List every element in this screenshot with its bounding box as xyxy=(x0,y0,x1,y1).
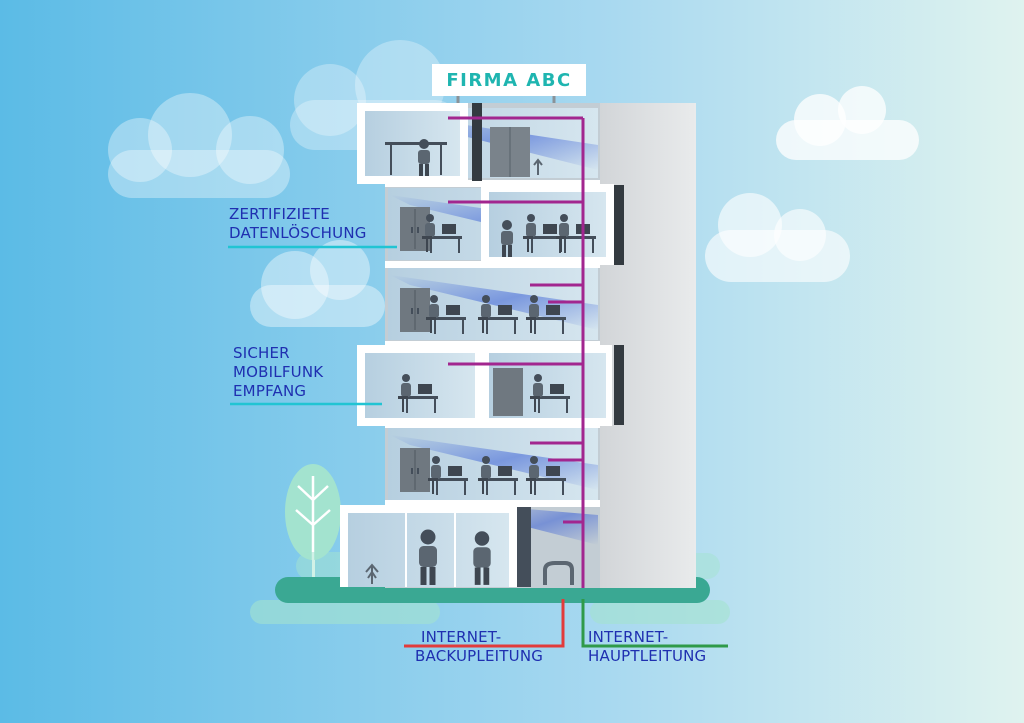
desk-icon xyxy=(385,142,447,145)
office-interior xyxy=(365,127,596,585)
label-line: SICHER xyxy=(233,344,290,362)
cloud-icon xyxy=(250,240,385,327)
network-cabling xyxy=(448,116,585,588)
label-line: ZERTIFIZIETE xyxy=(229,205,330,223)
label-line: BACKUPLEITUNG xyxy=(415,647,544,665)
cabinet xyxy=(399,287,431,333)
label-mobilfunk: SICHER MOBILFUNK EMPFANG xyxy=(233,344,323,401)
label-haupt: INTERNET- HAUPTLEITUNG xyxy=(588,628,706,666)
cloud-icon xyxy=(705,193,850,282)
label-line: HAUPTLEITUNG xyxy=(588,647,707,665)
roof-sign xyxy=(432,64,586,103)
cloud-icon xyxy=(776,86,919,160)
armchair-icon xyxy=(543,561,574,585)
label-datenloeschung: ZERTIFIZIETE DATENLÖSCHUNG xyxy=(229,205,367,243)
label-line: INTERNET- xyxy=(588,628,669,646)
label-line: EMPFANG xyxy=(233,382,307,400)
label-line: DATENLÖSCHUNG xyxy=(229,224,367,242)
dark-accents xyxy=(472,103,624,587)
label-line: MOBILFUNK xyxy=(233,363,324,381)
tree-icon xyxy=(285,464,341,582)
label-backup: INTERNET- BACKUPLEITUNG xyxy=(415,628,543,666)
cabinet xyxy=(399,447,431,493)
cloud-icon xyxy=(108,93,290,198)
plant-icon xyxy=(533,158,543,175)
backup-line xyxy=(404,599,565,648)
plant-icon xyxy=(365,563,379,584)
label-line: INTERNET- xyxy=(421,628,502,646)
cabinet xyxy=(493,368,523,416)
main-line xyxy=(581,599,728,648)
company-sign: FIRMA ABC xyxy=(446,69,572,91)
